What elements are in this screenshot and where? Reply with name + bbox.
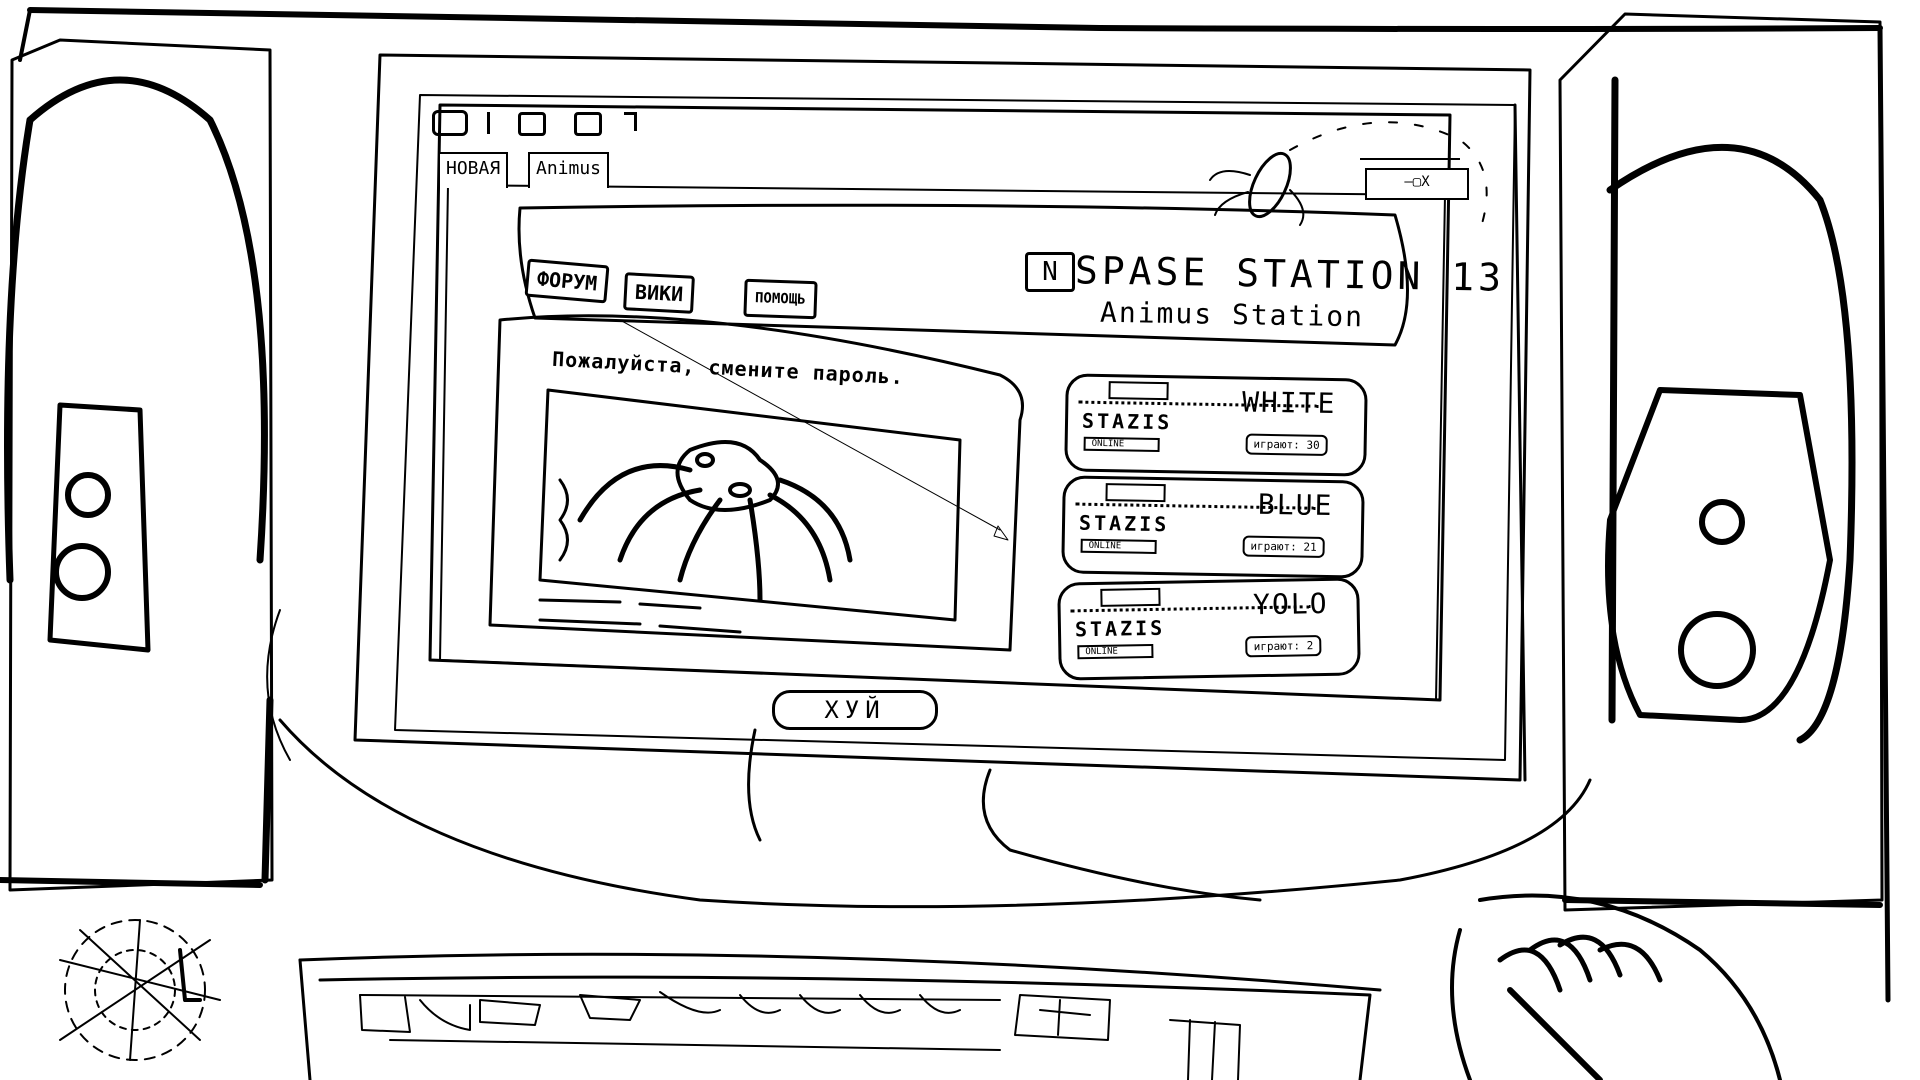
cobweb bbox=[59, 919, 221, 1061]
site-title: SPASE STATION 13 bbox=[1074, 248, 1506, 300]
keyboard bbox=[298, 952, 1382, 1080]
news-image bbox=[538, 388, 962, 634]
nav-wiki-label: ВИКИ bbox=[634, 279, 684, 307]
monitor-brand-badge: ХУЙ bbox=[772, 690, 938, 730]
site-logo-letter: N bbox=[1042, 257, 1058, 287]
server-players: играют: 2 bbox=[1245, 635, 1322, 658]
nav-wiki-button[interactable]: ВИКИ bbox=[623, 272, 696, 314]
tab-animus[interactable]: Animus bbox=[528, 152, 610, 188]
site-logo[interactable]: N bbox=[1025, 252, 1075, 292]
site-subtitle: Animus Station bbox=[1099, 295, 1365, 334]
forward-icon[interactable] bbox=[518, 112, 546, 136]
left-speaker bbox=[0, 38, 274, 892]
server-name: WHITE bbox=[1241, 385, 1337, 421]
server-players: играют: 21 bbox=[1242, 535, 1325, 558]
address-bar[interactable] bbox=[1360, 158, 1460, 168]
server-flag-icon bbox=[1100, 587, 1161, 607]
back-icon[interactable] bbox=[487, 112, 496, 134]
server-name: YOLO bbox=[1252, 586, 1329, 622]
server-mode: STAZIS bbox=[1078, 510, 1170, 537]
right-speaker bbox=[1558, 12, 1884, 912]
server-mode: STAZIS bbox=[1074, 615, 1166, 642]
server-status: ONLINE bbox=[1083, 436, 1160, 453]
hand-on-mouse bbox=[1450, 893, 1782, 1080]
server-flag-icon bbox=[1105, 483, 1166, 503]
tab-new[interactable]: НОВАЯ bbox=[438, 152, 509, 188]
nav-forum-button[interactable]: ФОРУМ bbox=[524, 258, 610, 304]
window-controls-label: —▢X bbox=[1404, 174, 1430, 190]
home-icon[interactable] bbox=[432, 110, 468, 136]
server-name: BLUE bbox=[1257, 487, 1334, 523]
monitor-body bbox=[266, 53, 1592, 909]
server-card-blue[interactable]: BLUE STAZIS ONLINE играют: 21 bbox=[1061, 475, 1365, 579]
window-controls[interactable]: —▢X bbox=[1365, 168, 1469, 200]
server-status: ONLINE bbox=[1080, 538, 1157, 555]
nav-help-button[interactable]: ПОМОЩЬ bbox=[743, 278, 818, 320]
server-card-yolo[interactable]: YOLO STAZIS ONLINE играют: 2 bbox=[1057, 577, 1361, 681]
refresh-icon[interactable] bbox=[574, 112, 602, 136]
server-card-white[interactable]: WHITE STAZIS ONLINE играют: 30 bbox=[1064, 373, 1368, 477]
server-status: ONLINE bbox=[1077, 643, 1154, 660]
monitor-brand-label: ХУЙ bbox=[824, 696, 886, 724]
server-flag-icon bbox=[1108, 381, 1169, 401]
server-mode: STAZIS bbox=[1081, 408, 1173, 435]
bookmark-icon[interactable] bbox=[624, 112, 637, 131]
browser-toolbar bbox=[432, 110, 692, 136]
nav-help-label: ПОМОЩЬ bbox=[754, 290, 806, 308]
server-players: играют: 30 bbox=[1245, 433, 1328, 456]
nav-forum-label: ФОРУМ bbox=[536, 266, 599, 296]
